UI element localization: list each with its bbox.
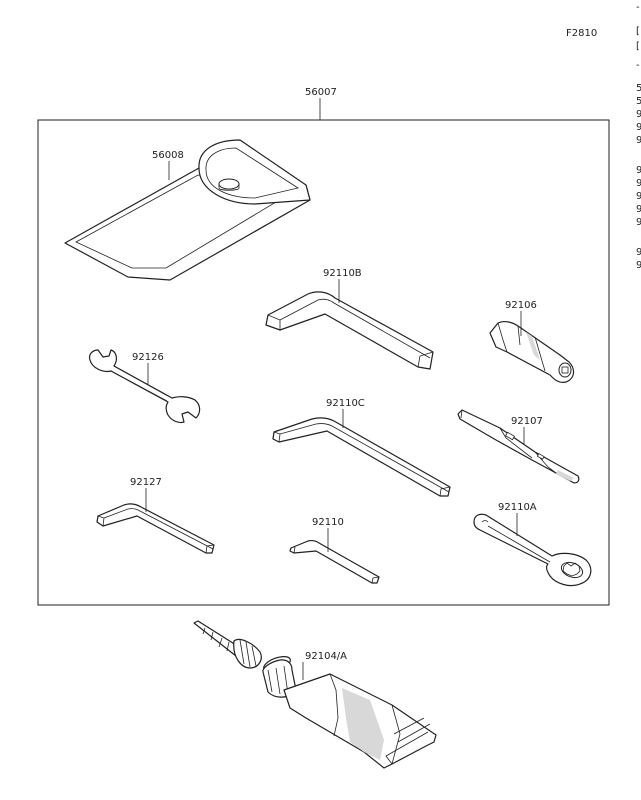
margin-mark: [ [636,26,640,37]
hex-wrench-medium-label: 92110C [326,398,365,409]
open-end-wrench-label: 92126 [132,352,164,363]
pouch-label: 56008 [152,150,184,161]
hex-wrench-tiny-label: 92110 [312,517,344,528]
margin-mark: 9 [636,178,641,189]
hex-wrench-tiny-drawing [289,540,380,584]
margin-mark: 9 [636,191,641,202]
margin-mark: - [636,2,640,13]
figure-code: F2810 [566,28,597,39]
margin-mark: 9 [636,109,641,120]
margin-mark: [ [636,41,640,52]
grease-tube-label: 92104/A [305,651,347,662]
margin-mark: 5 [636,96,641,107]
box-wrench-drawing [473,513,592,587]
margin-mark: 9 [636,135,641,146]
margin-marks: - [ [ - 5 5 9 9 9 9 9 9 9 9 9 9 [636,2,641,271]
assembly-label: 56007 [305,87,337,98]
margin-mark: 9 [636,204,641,215]
handle-grip-drawing [489,320,575,383]
open-end-wrench-drawing [88,349,201,424]
screwdriver-bit-label: 92107 [511,416,543,427]
grease-tube-drawing [262,656,437,769]
hex-wrench-small-l-label: 92127 [130,477,162,488]
toolkit-frame [37,119,610,606]
hex-wrench-medium-drawing [272,417,451,497]
margin-mark: 5 [636,83,641,94]
hex-wrench-large-label: 92110B [323,268,362,279]
hex-wrench-small-l-drawing [96,503,215,554]
hex-wrench-large-drawing [265,291,434,370]
handle-grip-label: 92106 [505,300,537,311]
margin-mark: 9 [636,247,641,258]
screwdriver-bit-drawing [457,409,580,484]
pouch-drawing [64,139,311,281]
margin-mark: 9 [636,122,641,133]
margin-mark: - [636,60,640,71]
margin-mark: 9 [636,217,641,228]
box-wrench-label: 92110A [498,502,537,513]
grease-nozzle-drawing [193,620,262,669]
margin-mark: 9 [636,165,641,176]
margin-mark: 9 [636,260,641,271]
